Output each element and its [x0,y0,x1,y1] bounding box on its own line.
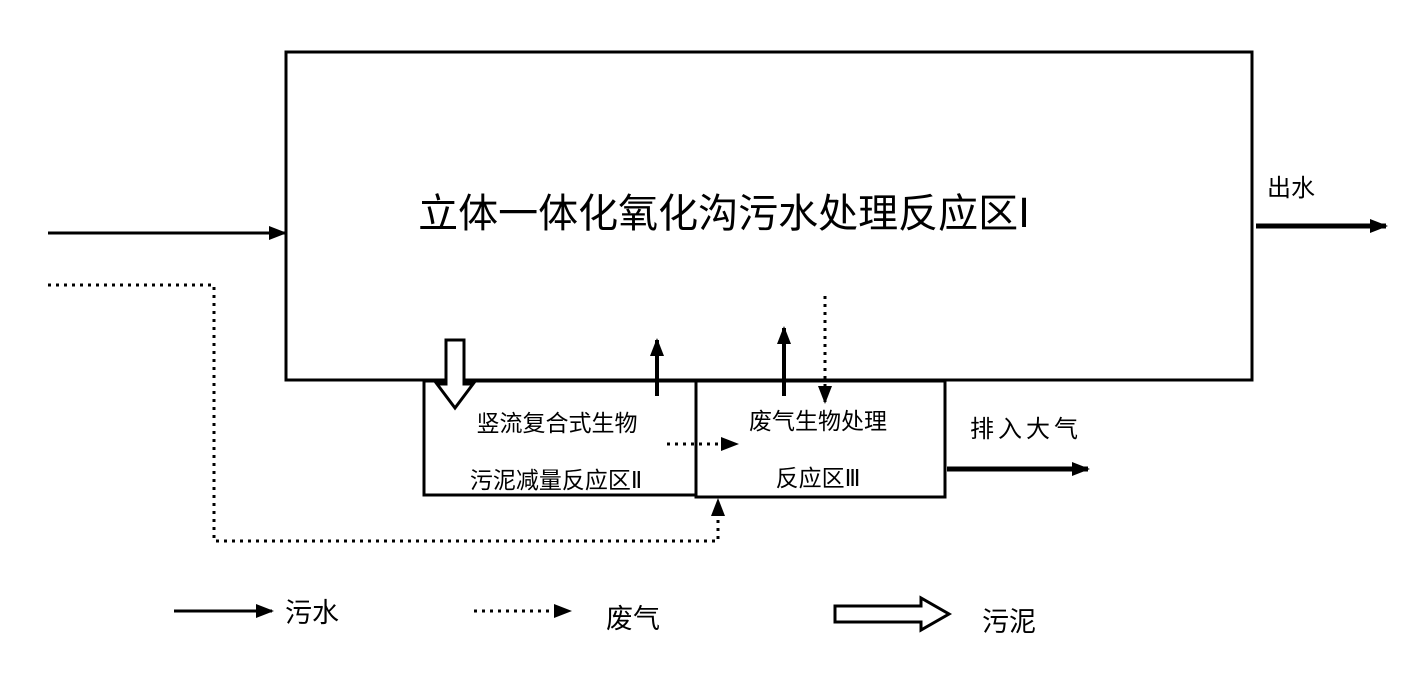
zone3-box [694,379,947,499]
effluent-label: 出水 [1267,174,1315,202]
exhaust-label: 排入大气 [970,415,1082,443]
zone2-label-line2: 污泥减量反应区Ⅱ [470,468,642,494]
zone3-label-line1: 废气生物处理 [749,409,887,435]
zone2-label-line1: 竖流复合式生物 [477,411,638,437]
sludge-zone1-to-zone2-arrow [434,338,476,411]
legend-label-sludge: 污泥 [982,607,1036,638]
legend-label-waste-gas: 废气 [606,604,660,635]
zone3-label-line2: 反应区Ⅲ [776,466,861,492]
legend-item-sludge: 污泥 [833,595,1036,638]
legend-label-sewage: 污水 [285,598,339,629]
zone1-label: 立体一体化氧化沟污水处理反应区Ⅰ [418,191,1030,237]
legend-item-waste-gas: 废气 [474,604,660,635]
legend-hollow-arrow-icon [833,595,953,633]
legend-item-sewage: 污水 [174,598,339,629]
